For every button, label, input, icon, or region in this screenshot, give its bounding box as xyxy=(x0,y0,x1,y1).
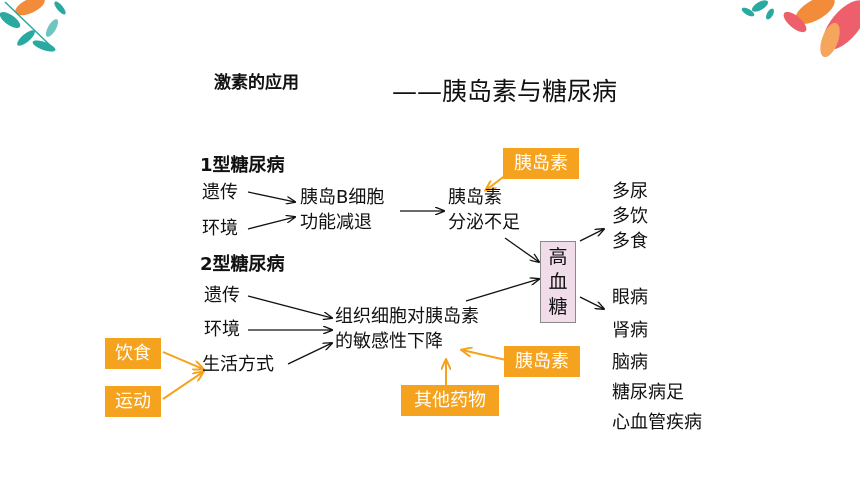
arrow-t2-genetic xyxy=(247,295,332,318)
flow-arrows xyxy=(247,191,604,365)
complication-item: 肾病 xyxy=(612,320,648,341)
arrow-t1-genetic xyxy=(247,191,295,202)
high-blood-glucose-box: 高 血 糖 xyxy=(540,241,576,323)
complication-item: 眼病 xyxy=(612,287,648,308)
complication-item: 糖尿病足 xyxy=(612,382,684,403)
factor-diet-label: 饮食 xyxy=(105,338,161,369)
type2-cause-environment: 环境 xyxy=(204,319,240,340)
type1-dysfunction-line1: 胰岛B细胞 xyxy=(300,187,385,208)
type1-heading: 1型糖尿病 xyxy=(200,155,285,176)
arrow-complications xyxy=(579,296,604,309)
arrow-exercise xyxy=(162,372,203,400)
symptom-item: 多饮 xyxy=(612,206,648,227)
arrow-t2-insulin xyxy=(462,350,507,361)
type2-sensitivity-line2: 的敏感性下降 xyxy=(335,331,443,352)
type1-insulin-treatment-label: 胰岛素 xyxy=(503,148,579,179)
glucose-char-3: 糖 xyxy=(548,296,568,318)
type2-cause-lifestyle: 生活方式 xyxy=(202,354,274,375)
arrow-t1-environment xyxy=(247,217,295,230)
complication-item: 脑病 xyxy=(612,352,648,373)
arrow-t2-sensitivity xyxy=(465,279,539,302)
glucose-char-1: 高 xyxy=(548,246,568,268)
type1-cause-environment: 环境 xyxy=(202,218,238,239)
complication-item: 心血管疾病 xyxy=(612,412,702,433)
type1-dysfunction-line2: 功能减退 xyxy=(300,212,372,233)
glucose-char-2: 血 xyxy=(548,271,568,293)
symptom-item: 多食 xyxy=(612,231,648,252)
factor-exercise-label: 运动 xyxy=(105,386,161,417)
section-title: 激素的应用 xyxy=(214,73,299,93)
type1-secretion-line2: 分泌不足 xyxy=(448,212,520,233)
type1-cause-genetic: 遗传 xyxy=(202,182,238,203)
arrow-t2-lifestyle xyxy=(287,343,332,365)
type1-secretion-line1: 胰岛素 xyxy=(448,187,502,208)
leaf-decoration-top-left xyxy=(0,0,66,52)
symptom-item: 多尿 xyxy=(612,181,648,202)
type2-heading: 2型糖尿病 xyxy=(200,254,285,275)
type2-other-drugs-label: 其他药物 xyxy=(401,385,499,416)
leaf-decoration-top-right xyxy=(741,0,860,58)
type2-cause-genetic: 遗传 xyxy=(204,285,240,306)
arrow-symptoms xyxy=(579,229,604,242)
type2-insulin-treatment-label: 胰岛素 xyxy=(504,346,580,377)
type2-sensitivity-line1: 组织细胞对胰岛素 xyxy=(335,306,479,327)
arrow-t1-secretion xyxy=(504,237,539,262)
page-title: ——胰岛素与糖尿病 xyxy=(392,77,618,106)
arrow-diet xyxy=(162,351,203,369)
